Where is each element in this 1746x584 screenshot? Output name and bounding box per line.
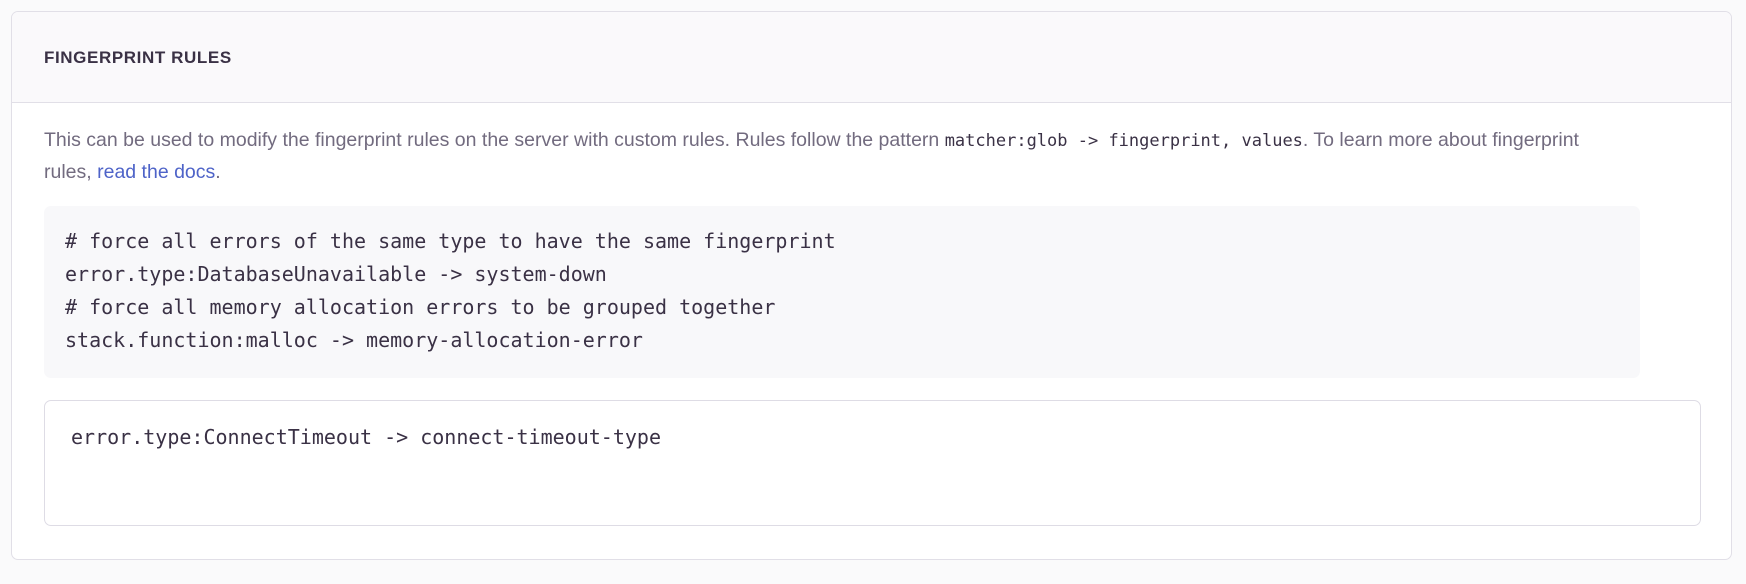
page-title: FINGERPRINT RULES bbox=[44, 47, 232, 67]
read-the-docs-link[interactable]: read the docs bbox=[97, 160, 216, 183]
fingerprint-rules-panel: FINGERPRINT RULES This can be used to mo… bbox=[11, 11, 1732, 560]
panel-header: FINGERPRINT RULES bbox=[12, 12, 1731, 103]
panel-description: This can be used to modify the fingerpri… bbox=[44, 125, 1604, 188]
inline-code-pattern: matcher:glob -> fingerprint, values bbox=[944, 131, 1303, 151]
description-text-part-2: . To learn more about fingerprint rules, bbox=[44, 129, 1579, 183]
fingerprint-rules-textarea[interactable] bbox=[44, 400, 1701, 527]
fingerprint-rules-example-code: # force all errors of the same type to h… bbox=[44, 206, 1640, 379]
panel-body: This can be used to modify the fingerpri… bbox=[12, 103, 1731, 527]
description-text-part-3: . bbox=[215, 160, 221, 183]
description-text-part-1: This can be used to modify the fingerpri… bbox=[44, 129, 945, 151]
